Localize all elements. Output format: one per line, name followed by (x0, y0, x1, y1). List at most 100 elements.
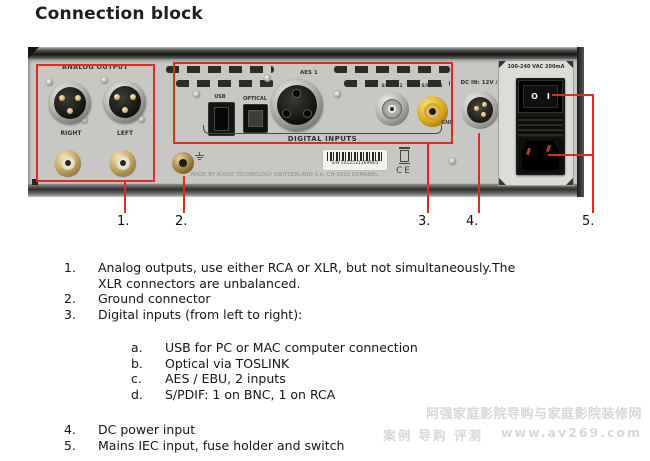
vent-slots (334, 66, 450, 73)
connector-pin (75, 95, 81, 101)
serial-label: S/N 5012531369N05 (323, 150, 387, 170)
list-item: c. AES / EBU, 2 inputs (131, 371, 286, 386)
spdif2-rca-connector (417, 96, 448, 127)
rocker-switch: O I (523, 85, 558, 108)
chassis-top-edge (28, 47, 584, 59)
screw-icon (193, 91, 200, 98)
switch-on-label: I (546, 92, 550, 101)
connector-pin (481, 112, 486, 117)
callout-box-digital (173, 62, 453, 144)
vent-slots (344, 80, 450, 87)
list-item: 4. DC power input (64, 422, 196, 437)
list-item: 3. Digital inputs (from left to right): (64, 306, 303, 322)
chassis-right-edge (577, 47, 584, 197)
power-switch: O I (518, 80, 563, 113)
screw-icon (81, 117, 88, 124)
connector-pin (114, 94, 120, 100)
rca-left-connector (110, 150, 136, 176)
usb-label: USB (214, 94, 226, 100)
made-by-text: MADE BY AUDIO TECHNOLOGY SWITZERLAND S.A… (191, 172, 379, 178)
screw-icon (138, 116, 145, 123)
device-rear-panel-photo: ANALOG OUTPUT RIGHT LEFT (28, 47, 584, 197)
serial-number: S/N 5012531369N05 (331, 161, 379, 166)
chassis-bottom-edge (28, 184, 584, 197)
toslink-port (243, 104, 268, 133)
connector-pin (67, 108, 73, 114)
watermark: 阿强家庭影院导购与家庭影院装修网 案例 导购 评测 www.av269.com (383, 403, 642, 444)
toslink-port-inner (248, 110, 263, 127)
connector-pin (122, 107, 128, 113)
digital-inputs-bracket: DIGITAL INPUTS (203, 125, 442, 143)
callout-line-5 (592, 94, 594, 213)
list-item: d. S/PDIF: 1 on BNC, 1 on RCA (131, 386, 336, 402)
rca-hole (120, 160, 126, 166)
spdif2-label: S/PDIF 2 (421, 84, 443, 89)
right-channel-label: RIGHT (60, 130, 82, 137)
callout-line-1 (124, 182, 126, 213)
callout-line-2 (183, 176, 185, 213)
item1-line1: Analog outputs, use either RCA or XLR, b… (98, 260, 516, 275)
list-item: b. Optical via TOSLINK (131, 355, 290, 371)
screw-icon (334, 91, 341, 98)
digital-inputs-label: DIGITAL INPUTS (282, 135, 363, 143)
chassis-foot (32, 179, 38, 185)
callout-number-4: 4. (466, 214, 479, 229)
xlr-left-connector (104, 81, 146, 123)
earth-ground-icon (195, 152, 204, 160)
dc-face (467, 97, 493, 123)
aes-xlr-connector (271, 79, 323, 131)
spdif1-label: S/PDIF 1 (381, 84, 403, 89)
connector-pin (474, 106, 479, 111)
callout-box-analog (36, 64, 155, 182)
callout-line-5-inlet (548, 154, 594, 156)
optical-label: OPTICAL (243, 96, 267, 102)
screw-icon (46, 79, 53, 86)
barcode-icon (327, 152, 383, 161)
callout-line-4 (478, 133, 480, 213)
aes1-label: AES 1 (300, 70, 318, 76)
dc-power-connector (461, 91, 499, 129)
switch-off-label: O (531, 92, 538, 101)
callout-number-1: 1. (117, 214, 130, 229)
rca-hole (429, 108, 436, 115)
watermark-words: 案例 导购 评测 (383, 428, 483, 443)
legend-tail: 4. DC power input 5. Mains IEC input, fu… (64, 422, 574, 453)
xlr-right-connector (49, 82, 91, 124)
list-item: 1. Analog outputs, use either RCA or XLR… (64, 260, 574, 291)
page-title: Connection block (35, 4, 203, 24)
vent-slots (176, 80, 274, 87)
legend-sublist: a. USB for PC or MAC computer connection… (131, 340, 574, 402)
item1-line2: XLR connectors are unbalanced. (98, 275, 301, 291)
connector-pin (130, 94, 136, 100)
bnc-center (390, 107, 394, 111)
spdif1-bnc-connector (375, 92, 409, 126)
list-item: 2. Ground connector (64, 291, 211, 306)
ground-hole (179, 159, 187, 167)
connector-pin (482, 102, 487, 107)
ce-mark: CE (396, 166, 412, 176)
watermark-line2: 案例 导购 评测 www.av269.com (383, 425, 642, 444)
screw-icon (449, 158, 456, 165)
fuse-holder (518, 116, 563, 136)
usb-port (208, 102, 235, 136)
list-item: a. USB for PC or MAC computer connection (131, 340, 418, 355)
legend-list: 1. Analog outputs, use either RCA or XLR… (64, 260, 574, 453)
callout-number-5: 5. (582, 214, 595, 229)
rca-right-connector (55, 150, 81, 176)
dc-in-label: DC IN: 12V / 1A (460, 80, 508, 86)
gnd-label: GND (441, 120, 454, 126)
usb-port-inner (214, 107, 229, 131)
weee-bin-icon (399, 147, 410, 164)
callout-line-5-switch (552, 94, 594, 96)
screw-icon (264, 75, 271, 82)
chassis-corner (28, 47, 39, 58)
list-item: 5. Mains IEC input, fuse holder and swit… (64, 437, 345, 453)
mains-rating-label: 100-240 VAC 200mA (507, 64, 565, 70)
watermark-line1: 阿强家庭影院导购与家庭影院装修网 (425, 407, 642, 422)
vent-slots (166, 66, 274, 73)
callout-line-3 (427, 144, 429, 213)
connector-pin (59, 95, 65, 101)
rca-hole (65, 160, 71, 166)
callout-number-2: 2. (175, 214, 188, 229)
